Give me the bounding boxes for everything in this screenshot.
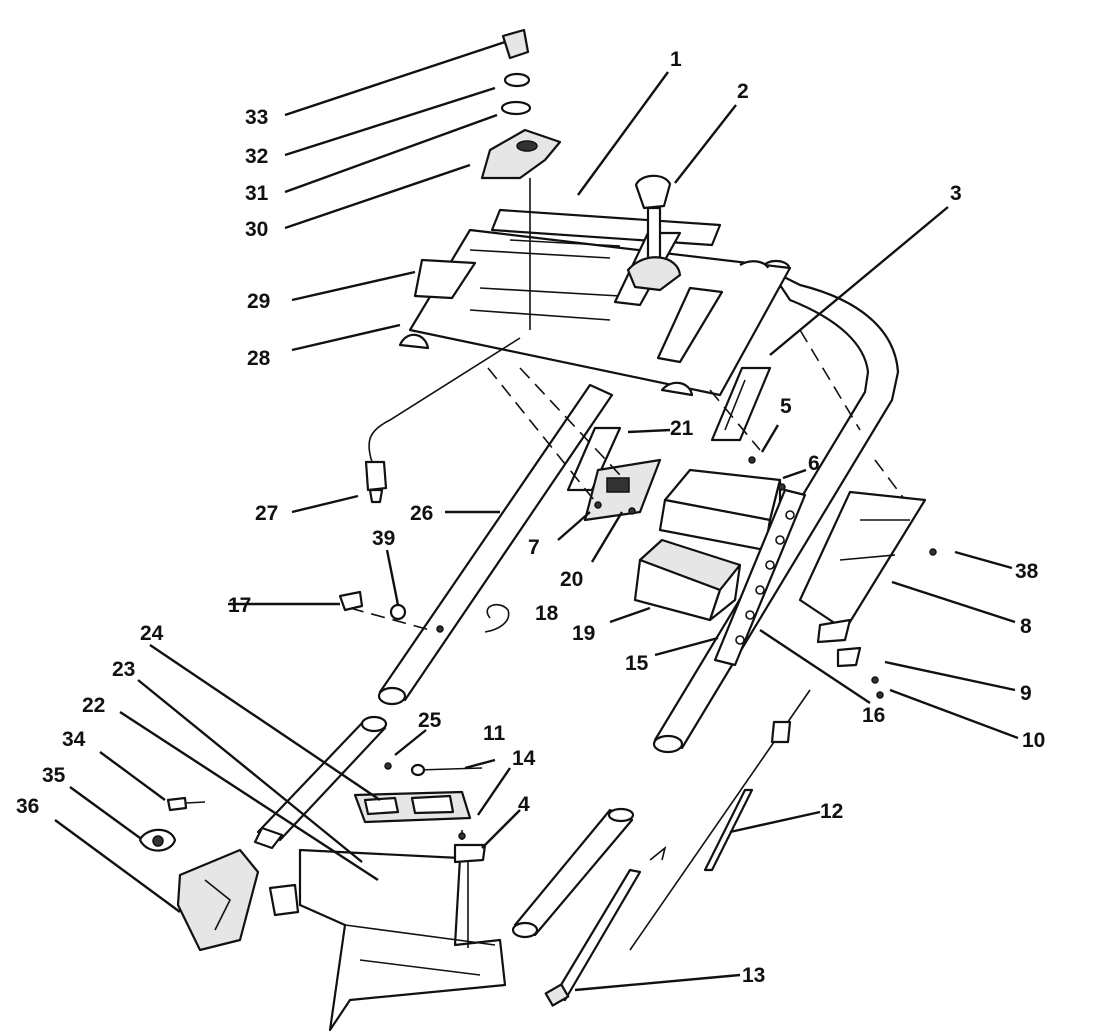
- callout-19: 19: [572, 622, 595, 645]
- callout-8: 8: [1020, 615, 1032, 638]
- small-hardware: [338, 456, 937, 840]
- callout-28: 28: [247, 347, 271, 370]
- callout-11: 11: [483, 722, 506, 745]
- callout-1: 1: [670, 48, 682, 71]
- shift-rod: [629, 689, 811, 951]
- callout-14: 14: [512, 747, 536, 770]
- callout-27: 27: [255, 502, 278, 525]
- callout-23: 23: [112, 658, 135, 681]
- assembly-dash-lines: [349, 329, 906, 631]
- callout-3: 3: [950, 182, 962, 205]
- callout-25: 25: [418, 709, 442, 732]
- callout-34: 34: [62, 728, 86, 751]
- callout-17: 17: [228, 594, 251, 617]
- control-panel: [398, 208, 792, 397]
- control-boxes: [633, 468, 782, 622]
- callout-labels: 1 2 3 4 5 6 7 8 9 10 11 12 13 14 15 16 1…: [16, 48, 1045, 987]
- callout-12: 12: [820, 800, 843, 823]
- lower-tubes: [511, 807, 667, 1007]
- callout-22: 22: [82, 694, 105, 717]
- callout-29: 29: [247, 290, 270, 313]
- callout-4: 4: [518, 793, 530, 816]
- callout-35: 35: [42, 764, 66, 787]
- callout-5: 5: [780, 395, 792, 418]
- callout-15: 15: [625, 652, 649, 675]
- callout-16: 16: [862, 704, 885, 727]
- key-switch-stack: [480, 28, 562, 330]
- callout-7: 7: [528, 536, 540, 559]
- leader-lines: [54, 40, 1019, 992]
- callout-32: 32: [245, 145, 268, 168]
- callout-2: 2: [737, 80, 749, 103]
- bezel-part-30: [480, 128, 562, 180]
- handle-tube-right: [653, 268, 900, 750]
- callout-18: 18: [535, 602, 559, 625]
- ignition-switch: [364, 337, 521, 504]
- nut-part-32: [503, 72, 531, 88]
- callout-21: 21: [670, 417, 694, 440]
- callout-10: 10: [1022, 729, 1045, 752]
- callout-24: 24: [140, 622, 164, 645]
- brackets-under-panel: [566, 366, 772, 522]
- handle-tube-left: [378, 383, 614, 702]
- key-part-33: [501, 28, 530, 60]
- shift-lever: [626, 174, 682, 292]
- callout-39: 39: [372, 527, 395, 550]
- lower-handle: [253, 715, 388, 850]
- callout-33: 33: [245, 106, 268, 129]
- callout-9: 9: [1020, 682, 1032, 705]
- callout-36: 36: [16, 795, 39, 818]
- callout-31: 31: [245, 182, 269, 205]
- callout-30: 30: [245, 218, 268, 241]
- index-strip: [713, 488, 807, 667]
- callout-20: 20: [560, 568, 583, 591]
- callout-26: 26: [410, 502, 433, 525]
- washer-part-31: [500, 100, 532, 116]
- panel-plate: [408, 228, 792, 397]
- callout-6: 6: [808, 452, 820, 475]
- side-bracket: [798, 490, 927, 668]
- base-frame: [298, 830, 507, 1032]
- wheel-bracket: [138, 796, 300, 952]
- callout-13: 13: [742, 964, 765, 987]
- callout-38: 38: [1015, 560, 1039, 583]
